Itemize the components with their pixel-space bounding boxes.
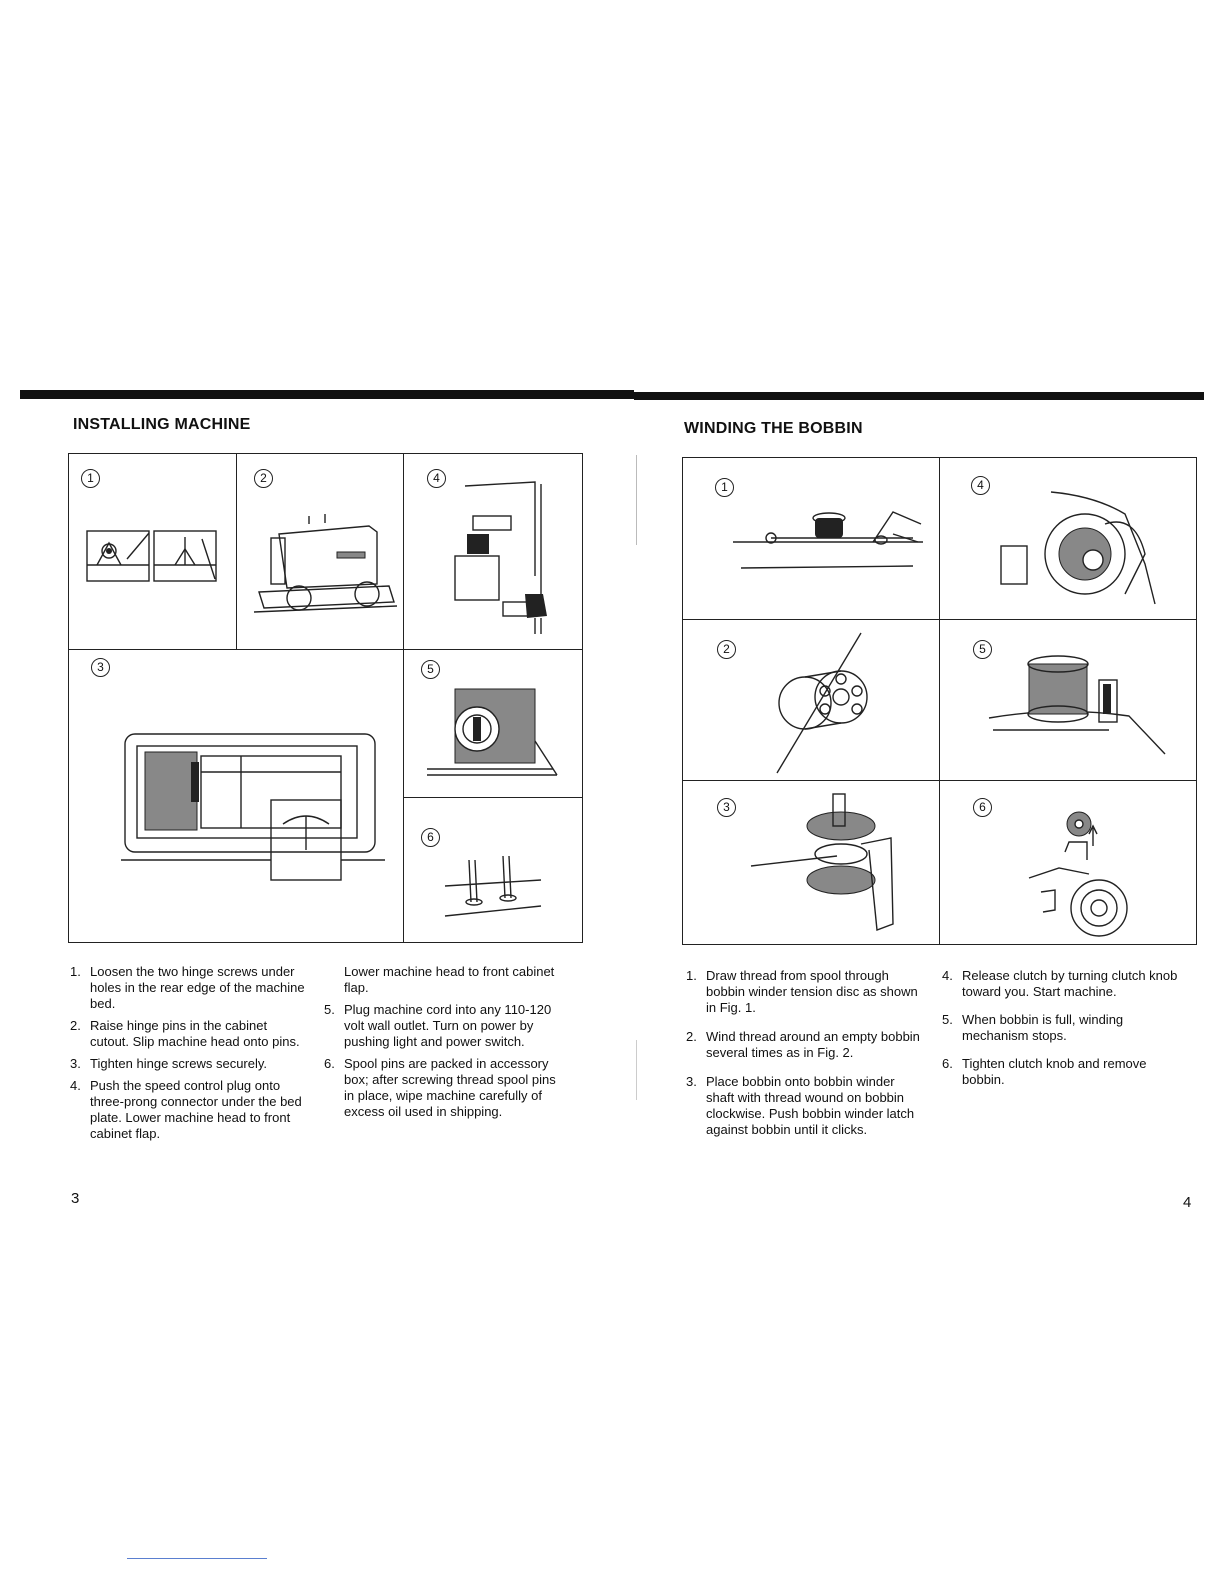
list-item: 5.Plug machine cord into any 110-120 vol… xyxy=(324,1002,552,1049)
center-fold-line xyxy=(636,455,637,545)
speed-control-connector-illustration xyxy=(454,481,547,634)
figure-1-label: 1 xyxy=(81,469,100,488)
right-steps-column-2: 4.Release clutch by turning clutch knob … xyxy=(942,968,1178,1094)
left-steps-column-2: Lower machine head to front cabinet flap… xyxy=(324,964,560,1126)
figure-1-label: 1 xyxy=(715,478,734,497)
remove-bobbin-illustration xyxy=(1028,811,1128,937)
list-item: 3.Place bobbin onto bobbin winder shaft … xyxy=(686,1074,915,1137)
installing-figures: 1 2 4 3 5 6 xyxy=(68,453,583,943)
right-page-number: 4 xyxy=(1183,1194,1192,1211)
figure-5-label: 5 xyxy=(973,640,992,659)
figure-3-label: 3 xyxy=(717,798,736,817)
left-page-title: INSTALLING MACHINE xyxy=(73,416,251,433)
power-switch-illustration xyxy=(427,688,558,776)
center-fold-line-lower xyxy=(636,1040,637,1100)
bobbin-on-shaft-illustration xyxy=(750,793,894,931)
right-steps-column-1: 1.Draw thread from spool through bobbin … xyxy=(686,968,920,1144)
bottom-edge-line xyxy=(127,1558,267,1559)
spool-pins-illustration xyxy=(444,855,542,917)
figure-3-label: 3 xyxy=(91,658,110,677)
right-page-title: WINDING THE BOBBIN xyxy=(684,420,863,437)
machine-cabinet-illustration xyxy=(253,514,398,613)
list-item: 6.Tighten clutch knob and remove bobbin. xyxy=(942,1056,1147,1087)
figure-2-label: 2 xyxy=(717,640,736,659)
figure-4-label: 4 xyxy=(427,469,446,488)
clutch-knob-illustration xyxy=(1000,491,1156,605)
figure-6-label: 6 xyxy=(973,798,992,817)
list-item: 1.Loosen the two hinge screws under hole… xyxy=(70,964,305,1011)
list-item: 2.Wind thread around an empty bobbin sev… xyxy=(686,1029,920,1060)
list-item: 2.Raise hinge pins in the cabinet cutout… xyxy=(70,1018,300,1049)
machine-underside-illustration xyxy=(121,733,385,881)
figure-6-label: 6 xyxy=(421,828,440,847)
hinge-screw-illustration xyxy=(86,530,217,582)
bobbin-figures: 1 4 2 5 3 6 xyxy=(682,457,1197,945)
empty-bobbin-illustration xyxy=(776,632,868,774)
list-item: 4.Push the speed control plug onto three… xyxy=(70,1078,302,1141)
left-page-number: 3 xyxy=(71,1190,80,1207)
right-header-rule xyxy=(634,392,1204,400)
figure-5-label: 5 xyxy=(421,660,440,679)
figure-2-label: 2 xyxy=(254,469,273,488)
left-header-rule xyxy=(20,390,634,399)
list-item: 5.When bobbin is full, winding mechanism… xyxy=(942,1012,1124,1043)
list-item: 4.Release clutch by turning clutch knob … xyxy=(942,968,1178,999)
thread-tension-illustration xyxy=(733,511,923,569)
list-item: 6.Spool pins are packed in accessory box… xyxy=(324,1056,556,1119)
left-steps-column-1: 1.Loosen the two hinge screws under hole… xyxy=(70,964,305,1148)
list-item: 3.Tighten hinge screws securely. xyxy=(70,1056,268,1071)
list-item: 1.Draw thread from spool through bobbin … xyxy=(686,968,918,1015)
figure-4-label: 4 xyxy=(971,476,990,495)
full-bobbin-illustration xyxy=(988,655,1166,755)
step-4-continuation: Lower machine head to front cabinet flap… xyxy=(344,964,555,995)
